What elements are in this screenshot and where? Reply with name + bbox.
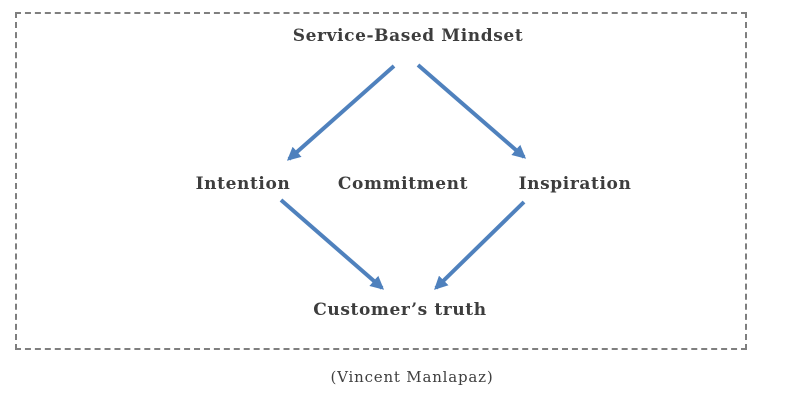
node-intention: Intention xyxy=(195,174,291,194)
node-inspiration: Inspiration xyxy=(518,174,632,194)
attribution-caption: (Vincent Manlapaz) xyxy=(330,368,494,386)
node-service-based-mindset: Service-Based Mindset xyxy=(292,26,524,46)
node-customers-truth: Customer’s truth xyxy=(313,300,487,320)
node-commitment: Commitment xyxy=(337,174,469,194)
dashed-border-frame xyxy=(15,12,747,350)
